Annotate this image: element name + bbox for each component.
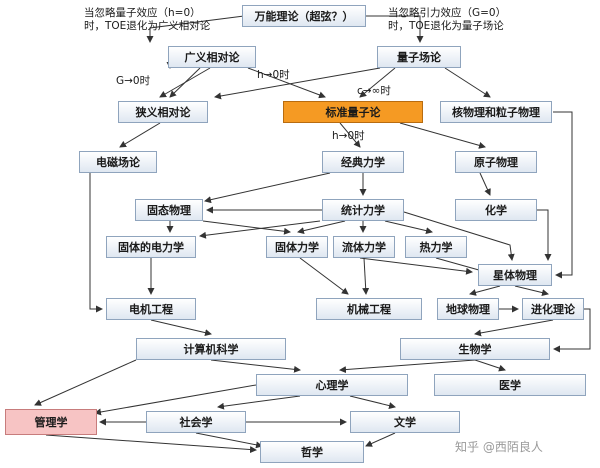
arrow-39 [339,359,476,374]
node-sociology: 社会学 [146,411,246,433]
arrow-15 [479,172,491,196]
arrow-29 [435,257,487,274]
arrow-38 [210,359,301,373]
arrow-42 [34,359,137,406]
arrow-28 [362,257,370,295]
note-right-line2: 时，TOE退化为量子场论 [388,20,504,32]
node-general-relativity: 广义相对论 [168,46,256,68]
note-left: 当忽略量子效应（h=0） 时，TOE退化为广义相对论 [84,7,210,33]
edge-label-h-zero-top: h→0时 [257,69,290,81]
node-atomic-physics: 原子物理 [455,151,537,173]
node-astrophysics: 星体物理 [478,264,552,286]
arrow-48 [195,432,263,449]
arrow-43 [217,395,301,410]
arrow-47 [45,434,257,454]
arrow-44 [349,395,396,409]
arrow-21 [297,220,346,235]
arrow-35 [150,319,212,337]
node-classical-mechanics: 经典力学 [322,151,404,173]
arrow-37 [553,308,591,353]
note-left-line2: 时，TOE退化为广义相对论 [84,20,211,32]
arrow-10 [119,122,161,148]
node-solid-state: 固态物理 [135,199,203,221]
edge-label-g-zero: G→0时 [116,75,151,87]
node-biology: 生物学 [400,338,550,360]
arrow-27 [299,257,349,295]
note-right: 当忽略引力效应（G=0） 时，TOE退化为量子场论 [388,7,506,33]
arrow-7 [359,67,396,98]
arrow-26 [202,220,291,235]
node-nuclear-particle: 核物理和粒子物理 [440,101,552,123]
arrow-32 [469,285,501,296]
node-philosophy: 哲学 [260,441,364,463]
arrow-36 [474,319,554,337]
node-literature: 文学 [350,411,460,433]
edge-label-c-inf: c→∞时 [357,85,391,97]
node-evolution: 进化理论 [522,298,584,320]
arrow-16 [553,111,573,279]
node-chemistry: 化学 [455,199,537,221]
node-psychology: 心理学 [256,374,408,396]
arrow-24 [403,211,515,261]
node-geophysics: 地球物理 [437,298,499,320]
arrow-23 [384,220,433,235]
arrow-1 [146,15,245,43]
arrow-11 [339,122,361,148]
arrow-40 [474,359,506,372]
note-left-line1: 当忽略量子效应（h=0） [84,7,201,19]
node-toe: 万能理论（超弦？） [242,5,366,27]
arrow-30 [359,257,473,275]
arrow-6 [159,67,211,98]
edge-label-h-zero-mid: h→0时 [332,130,365,142]
node-solid-electricity: 固体的电力学 [106,236,196,258]
node-fluid-mechanics: 流体力学 [333,236,395,258]
node-electrical-engineering: 电机工程 [106,298,196,320]
arrow-25 [537,209,552,261]
arrow-19 [89,173,103,313]
node-quantum-field-theory: 量子场论 [377,46,461,68]
arrow-2 [366,15,424,43]
arrow-14 [204,172,331,204]
arrow-41 [94,384,257,416]
arrow-8 [444,67,491,98]
node-standard-model: 标准量子论 [283,101,423,123]
watermark: 知乎 @西陌良人 [455,440,543,454]
arrow-33 [514,285,549,296]
node-solid-mechanics: 固体力学 [266,236,328,258]
arrow-9 [214,67,381,100]
node-special-relativity: 狭义相对论 [118,101,208,123]
node-mechanical-engineering: 机械工程 [316,298,422,320]
node-medicine: 医学 [434,374,586,396]
node-management: 管理学 [5,409,97,435]
arrow-49 [365,432,396,447]
arrow-4 [247,67,326,99]
node-electromagnetism: 电磁场论 [79,151,157,173]
note-right-line1: 当忽略引力效应（G=0） [388,7,507,19]
arrow-12 [399,122,486,149]
node-statistical-mechanics: 统计力学 [322,199,404,221]
node-computer-science: 计算机科学 [136,338,286,360]
node-thermodynamics: 热力学 [405,236,467,258]
